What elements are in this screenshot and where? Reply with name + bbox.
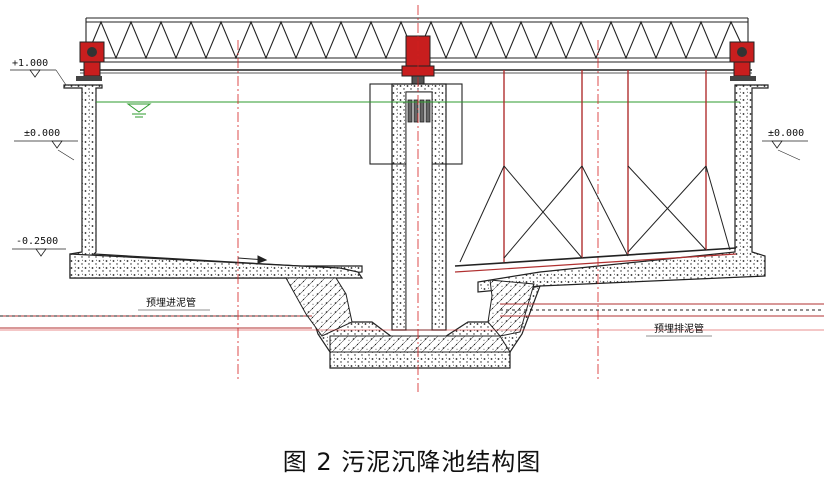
elevation-left-zero-text: ±0.000 — [24, 128, 60, 139]
outlet-pipe — [500, 303, 824, 317]
tank-wall-left — [63, 84, 363, 279]
hatch-left-wedge — [285, 277, 353, 337]
tank-wall-right — [477, 84, 769, 293]
scraper-assembly — [454, 70, 737, 273]
elevation-mark-right-zero: ±0.000 — [762, 128, 808, 161]
elevation-right-zero-text: ±0.000 — [768, 128, 804, 139]
left-drive-unit — [76, 41, 105, 81]
center-column-core — [405, 91, 433, 331]
elevation-mark-left-zero: ±0.000 — [14, 128, 78, 161]
inlet-pipe-label: 预埋进泥管 — [146, 296, 196, 309]
center-inlet-baffles — [407, 99, 431, 123]
right-drive-unit — [729, 41, 756, 81]
hatch-right-wedge — [487, 279, 535, 337]
hatch-pit-floor — [329, 335, 511, 353]
centerlines — [0, 5, 824, 392]
tank-bottom-left-slope — [69, 253, 364, 279]
water-level-mark — [126, 103, 152, 118]
figure-caption: 图 2 污泥沉降池结构图 — [282, 448, 542, 476]
elevation-top-text: +1.000 — [12, 58, 48, 69]
sedimentation-tank-diagram: +1.000 ±0.000 ±0.000 -0.2500 预埋进泥管 预埋排泥管 — [0, 5, 824, 392]
elevation-bottom-text: -0.2500 — [16, 236, 58, 247]
inlet-pipe — [0, 315, 312, 329]
elevation-mark-top: +1.000 — [10, 58, 67, 86]
flow-arrow — [237, 255, 268, 264]
elevation-mark-bottom: -0.2500 — [12, 236, 66, 257]
outlet-pipe-label: 预埋排泥管 — [654, 322, 704, 335]
